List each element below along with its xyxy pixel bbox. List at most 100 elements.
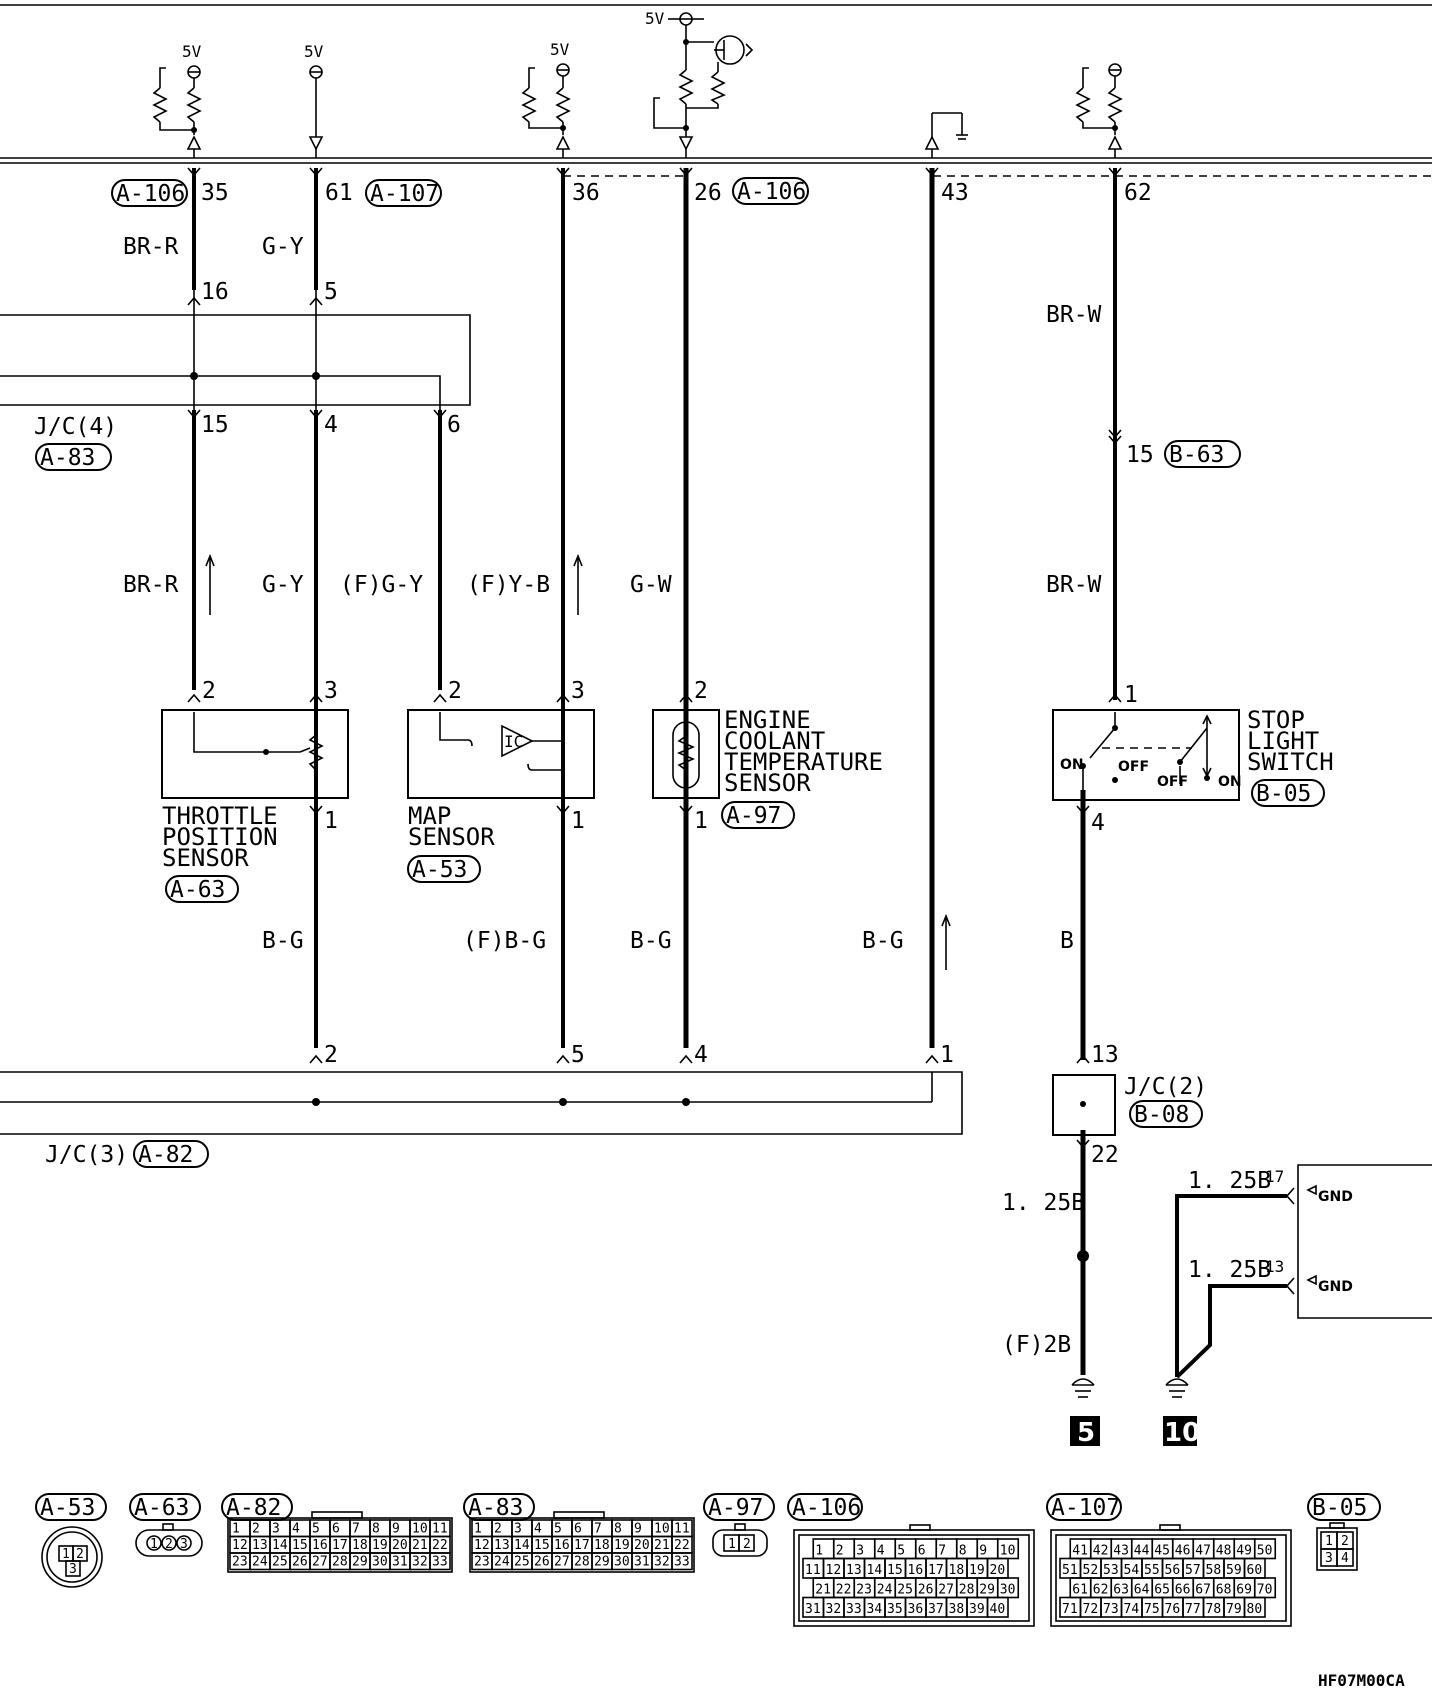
pin-number: 51 [1062,1563,1078,1578]
pin-number: 21 [815,1583,831,1598]
pin-number: 20 [990,1563,1006,1578]
pin-label: 2 [324,1042,338,1068]
switch-state-on: ON [1060,757,1084,773]
jc3-connector-tag: A-82 [138,1142,193,1168]
ecu-pin-labels: 35 61 36 26 43 62 [201,180,1152,206]
pin-number: 5 [897,1544,905,1559]
svg-text:1: 1 [150,1537,158,1552]
ecu-internal-circuit-35: 5V [152,42,202,158]
pin-number: 20 [634,1538,650,1553]
ecu-internal-circuit-62 [1075,63,1123,158]
svg-text:A-106: A-106 [116,181,185,207]
pin-number: 23 [856,1583,872,1598]
pin-label: 1 [324,808,338,834]
jc2-connector-tag: B-08 [1134,1102,1189,1128]
pin-number: 25 [272,1555,288,1570]
pin-number: 37 [928,1602,944,1617]
diagram-code: HF07M00CA [1318,1671,1405,1690]
sls-connector-tag: B-05 [1256,781,1311,807]
switch-state-on: ON [1218,774,1242,790]
pin-number: 3 [514,1522,522,1537]
pin-number: 1 [474,1522,482,1537]
ecu-internal-circuit-61: 5V [304,42,324,158]
pin-number: 12 [232,1538,248,1553]
connector-view-a97: A-97 1 2 [703,1493,775,1557]
ect-connector-tag: A-97 [726,803,781,829]
stop-light-switch: ON OFF OFF ON 1 4 STOP LIGHT SWITCH B-05 [1052,682,1334,836]
pin-number: 7 [938,1544,946,1559]
pin-number: 15 [292,1538,308,1553]
svg-text:A-82: A-82 [226,1495,281,1521]
ecu-pin-43: 43 [941,180,969,206]
pin-number: 11 [432,1522,448,1537]
pin-label: 15 [1126,442,1154,468]
pin-number: 70 [1257,1583,1273,1598]
pin-number: 39 [969,1602,985,1617]
pin-number: 30 [614,1555,630,1570]
svg-text:5: 5 [1077,1418,1095,1448]
jc2-label: J/C(2) [1124,1074,1207,1100]
ground-point-10: 10 [1163,1378,1200,1448]
pin-label: 4 [324,412,338,438]
pin-number: 32 [826,1602,842,1617]
ecu-internal-circuit-26: 5V [645,9,754,158]
pin-number: 33 [674,1555,690,1570]
pin-number: 49 [1236,1544,1252,1559]
pin-number: 7 [594,1522,602,1537]
pin-number: 22 [674,1538,690,1553]
connector-tag-a106-left: A-106 [111,179,188,207]
pin-number: 74 [1124,1602,1140,1617]
pin-number: 12 [474,1538,490,1553]
pin-number: 14 [514,1538,530,1553]
pin-number: 64 [1134,1583,1150,1598]
svg-text:1: 1 [728,1537,736,1552]
pin-number: 34 [867,1602,883,1617]
connector-tag-a107: A-107 [365,179,442,207]
wire-label: B-G [630,928,672,954]
pin-number: 8 [959,1544,967,1559]
ect-name-line3: TEMPERATURE [724,748,883,776]
pin-number: 6 [918,1544,926,1559]
pin-number: 28 [332,1555,348,1570]
pin-label: 13 [1091,1042,1119,1068]
pin-number: 17 [574,1538,590,1553]
pin-number: 18 [949,1563,965,1578]
pin-number: 31 [634,1555,650,1570]
pin-number: 2 [252,1522,260,1537]
pin-number: 42 [1093,1544,1109,1559]
pin-number: 3 [272,1522,280,1537]
junction-connector-jc4: 16 5 15 4 6 J/C(4) A-83 [0,279,471,471]
pin-number: 60 [1247,1563,1263,1578]
pin-number: 28 [959,1583,975,1598]
pin-number: 18 [594,1538,610,1553]
pin-label: 3 [324,678,338,704]
ground-point-5: 5 [1070,1378,1100,1448]
pin-number: 12 [826,1563,842,1578]
connector-view-a63: A-63 1 2 3 [129,1493,203,1557]
ic-label: IC [504,732,523,751]
pin-number: 20 [392,1538,408,1553]
pin-number: 78 [1206,1602,1222,1617]
jc4-connector-tag: A-83 [40,445,95,471]
pin-number: 22 [836,1583,852,1598]
junction-connector-jc2: 13 22 J/C(2) B-08 [1052,1042,1207,1168]
map-connector-tag: A-53 [412,857,467,883]
pin-number: 4 [292,1522,300,1537]
pin-number: 53 [1103,1563,1119,1578]
pin-number: 19 [614,1538,630,1553]
svg-text:1: 1 [1325,1534,1333,1549]
svg-text:4: 4 [1341,1551,1349,1566]
sls-name-line3: SWITCH [1247,748,1334,776]
ecu-pin-26: 26 [694,180,722,206]
ecu-internal-circuit-43 [924,112,968,158]
connector-b63: 15 B-63 [1126,440,1241,468]
pin-number: 61 [1072,1583,1088,1598]
pin-label: 6 [447,412,461,438]
pin-number: 19 [969,1563,985,1578]
pin-number: 50 [1257,1544,1273,1559]
pin-number: 27 [938,1583,954,1598]
pin-number: 13 [252,1538,268,1553]
